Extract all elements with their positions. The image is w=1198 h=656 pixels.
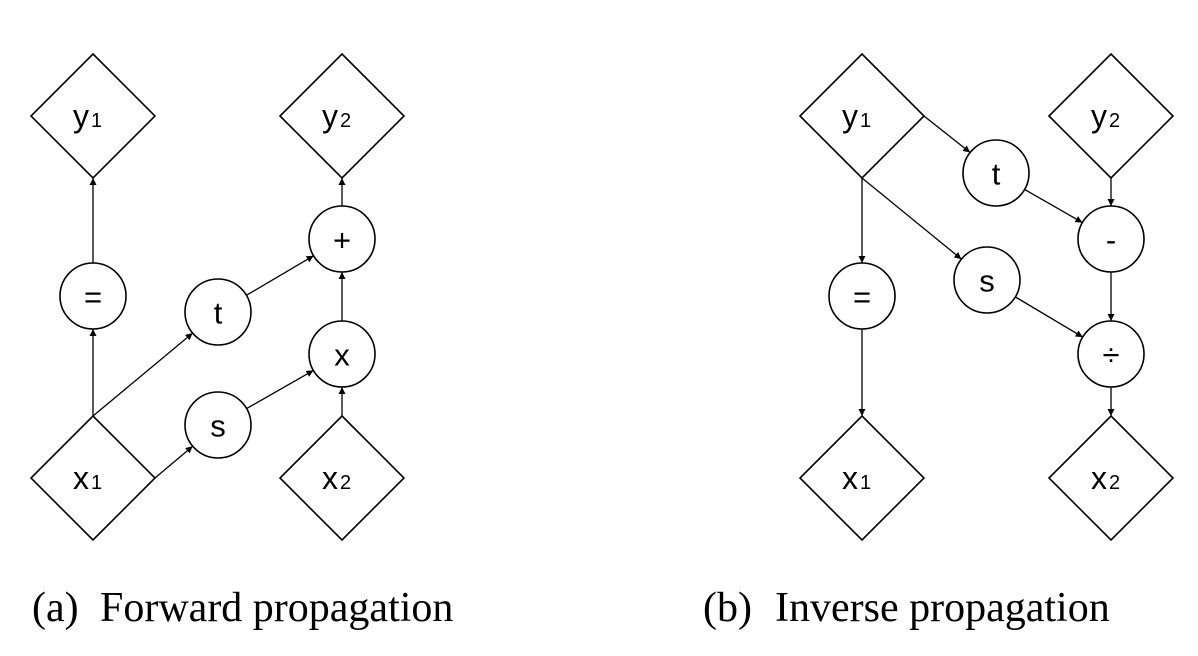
inverse-op-div-label: ÷ [1102,338,1119,373]
forward-node-x1-diamond [29,414,157,542]
forward-op-eq-circle [59,262,127,330]
inverse-op-div: ÷ [1077,320,1145,388]
forward-op-plus-label: + [333,223,351,258]
forward-op-eq-label: = [84,280,102,315]
inverse-edge-s-to-div [1014,296,1084,338]
inverse-node-y1-diamond [798,52,926,180]
inverse-op-t-label: t [992,157,1001,192]
forward-edge-s-to-mul [246,369,314,410]
forward-edge-x1-to-t [92,332,194,417]
inverse-op-s-label: s [979,264,995,299]
inverse-edge-y1-to-t [923,115,971,154]
forward-node-x2-diamond [278,414,406,542]
inverse-op-div-circle [1077,320,1145,388]
forward-node-y2-diamond [278,52,406,180]
edges-layer [89,115,1115,479]
forward-op-s-circle [184,391,252,459]
forward-edge-x1-to-s [154,445,194,479]
inverse-op-eq: = [828,262,896,330]
forward-op-t-label: t [214,296,223,331]
inverse-edge-t-to-minus [1024,188,1083,224]
forward-node-x1-label: x [73,460,89,496]
inverse-node-x2-diamond [1047,414,1175,542]
forward-op-mul-circle [308,320,376,388]
inverse-node-y2-diamond [1047,52,1175,180]
forward-op-eq: = [59,262,127,330]
inverse-op-eq-circle [828,262,896,330]
inverse-op-minus: - [1077,205,1145,273]
inverse-op-t: t [962,139,1030,207]
inverse-op-t-circle [962,139,1030,207]
inverse-edge-y1-to-s [861,177,962,260]
inverse-op-s-circle [953,246,1021,314]
inverse-node-y1-subscript: 1 [860,110,871,132]
forward-op-s-label: s [210,409,226,444]
forward-edge-t-to-plus [246,255,314,296]
inverse-op-minus-circle [1077,205,1145,273]
inverse-caption-text: Inverse propagation [775,585,1110,631]
forward-node-x2-label: x [322,460,338,496]
inverse-node-y2-subscript: 2 [1109,110,1120,132]
forward-node-x2-subscript: 2 [340,472,351,494]
forward-op-s: s [184,391,252,459]
forward-node-y1-subscript: 1 [91,110,102,132]
inverse-node-x2-subscript: 2 [1109,472,1120,494]
forward-op-t: t [184,278,252,346]
forward-node-y2-subscript: 2 [340,110,351,132]
inverse-caption-tag: (b) [703,585,752,631]
inverse-node-x1-label: x [842,460,858,496]
forward-op-t-circle [184,278,252,346]
forward-op-plus: + [308,205,376,273]
forward-caption-text: Forward propagation [100,585,453,631]
inverse-op-minus-label: - [1106,223,1116,258]
inverse-node-y1-label: y [842,98,858,134]
inverse-node-x2-label: x [1091,460,1107,496]
inverse-op-eq-label: = [853,280,871,315]
forward-op-plus-circle [308,205,376,273]
forward-node-x1-subscript: 1 [91,472,102,494]
forward-caption-tag: (a) [32,585,79,631]
inverse-node-y2-label: y [1091,98,1107,134]
inverse-op-s: s [953,246,1021,314]
captions-layer: (a) Forward propagation (b) Inverse propaga… [32,585,1110,631]
forward-node-y2-label: y [322,98,338,134]
inverse-node-x1-subscript: 1 [860,472,871,494]
forward-op-mul-label: x [334,338,350,373]
forward-op-mul: x [308,320,376,388]
forward-node-y1-diamond [29,52,157,180]
forward-node-y1-label: y [73,98,89,134]
inverse-node-x1-diamond [798,414,926,542]
